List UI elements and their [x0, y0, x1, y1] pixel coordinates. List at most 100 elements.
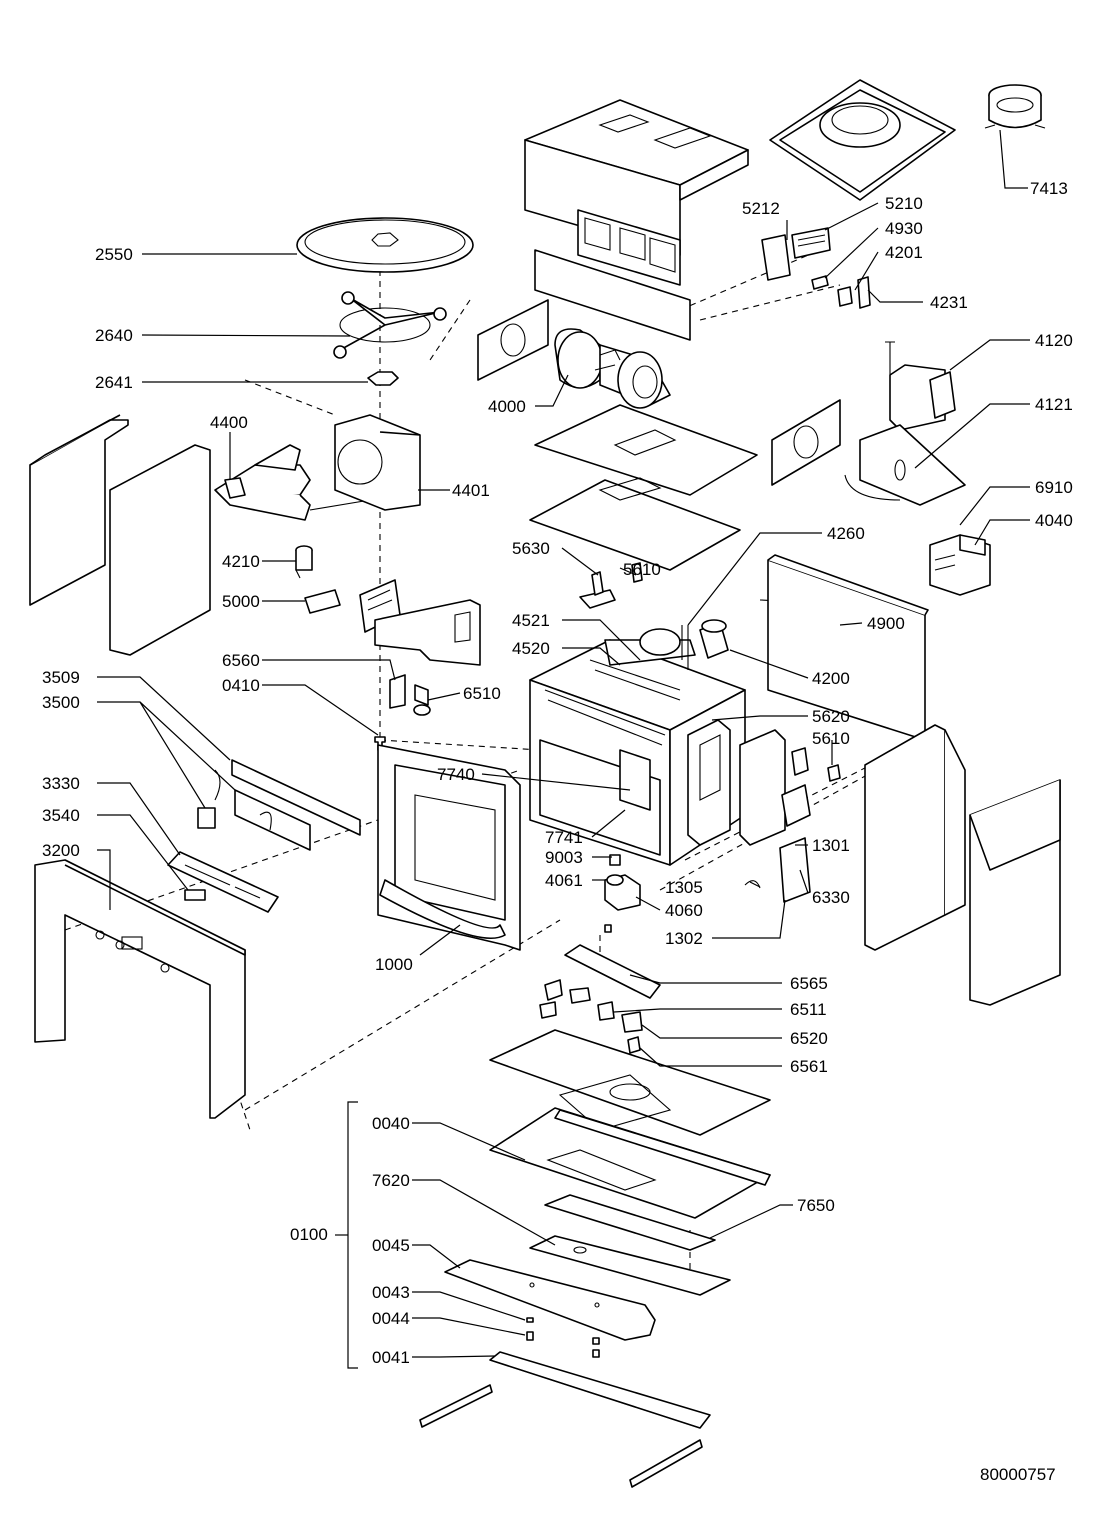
label-5620: 5620	[812, 707, 850, 726]
label-4061: 4061	[545, 871, 583, 890]
part-switches-drawing	[744, 747, 841, 903]
label-4040: 4040	[1035, 511, 1073, 530]
left-side-panels-drawing	[29, 414, 211, 656]
label-4121: 4121	[1035, 395, 1073, 414]
part-labels: 7413 2550 5212 5210 4930 4201 4231 2640 …	[42, 179, 1073, 1367]
flat-panel-drawing	[534, 249, 691, 341]
part-5212-board-drawing	[761, 227, 871, 309]
label-4900: 4900	[867, 614, 905, 633]
label-4400: 4400	[210, 413, 248, 432]
label-0044: 0044	[372, 1309, 410, 1328]
part-4120-transformer-drawing	[885, 341, 956, 431]
label-5210: 5210	[885, 194, 923, 213]
part-4400-motor-bracket-drawing	[214, 444, 371, 521]
part-3200-front-frame-drawing	[34, 859, 246, 1119]
label-5212: 5212	[742, 199, 780, 218]
part-4040-magnetron-drawing	[929, 534, 991, 596]
part-2641-coupler-drawing	[367, 371, 399, 386]
label-0045: 0045	[372, 1236, 410, 1255]
part-4210-capacitor-drawing	[295, 545, 313, 579]
top-vent-tray-drawing	[769, 79, 956, 201]
label-7620: 7620	[372, 1171, 410, 1190]
label-5610-right: 5610	[812, 729, 850, 748]
label-4521: 4521	[512, 611, 550, 630]
label-3200: 3200	[42, 841, 80, 860]
air-plate-left-drawing	[477, 299, 549, 381]
part-5620-latch-drawing	[687, 719, 786, 846]
label-3509: 3509	[42, 668, 80, 687]
document-number: 80000757	[980, 1465, 1056, 1484]
label-6520: 6520	[790, 1029, 828, 1048]
label-7413: 7413	[1030, 179, 1068, 198]
label-5630: 5630	[512, 539, 550, 558]
label-4200: 4200	[812, 669, 850, 688]
right-wrapper-panel-drawing	[767, 554, 929, 741]
label-4520: 4520	[512, 639, 550, 658]
part-5630-bracket-drawing	[579, 562, 643, 609]
label-5000: 5000	[222, 592, 260, 611]
label-2640: 2640	[95, 326, 133, 345]
part-6511-lamp-parts-drawing	[539, 979, 643, 1054]
label-4201: 4201	[885, 243, 923, 262]
label-7650: 7650	[797, 1196, 835, 1215]
part-4121-bracket-drawing	[844, 424, 966, 506]
label-4231: 4231	[930, 293, 968, 312]
label-1305: 1305	[665, 878, 703, 897]
interior-plates-drawing	[529, 404, 758, 571]
label-6561: 6561	[790, 1057, 828, 1076]
part-4060-motor-drawing	[604, 854, 641, 933]
part-0040-tray-drawing	[489, 1107, 771, 1219]
label-6560: 6560	[222, 651, 260, 670]
part-6565-lamp-cover-drawing	[564, 944, 661, 999]
label-4120: 4120	[1035, 331, 1073, 350]
label-1302: 1302	[665, 929, 703, 948]
label-0100: 0100	[290, 1225, 328, 1244]
air-plate-right-drawing	[771, 399, 841, 486]
part-4520-heater-drawing	[589, 628, 696, 701]
label-2641: 2641	[95, 373, 133, 392]
label-0043: 0043	[372, 1283, 410, 1302]
label-7741: 7741	[545, 828, 583, 847]
part-6560-lamp-holder-drawing	[389, 674, 431, 716]
label-6511: 6511	[790, 1000, 827, 1019]
label-1301: 1301	[812, 836, 850, 855]
label-6910: 6910	[1035, 478, 1073, 497]
part-4401-housing-drawing	[334, 414, 421, 511]
part-0043-screws-drawing	[526, 1317, 600, 1358]
duct-shroud-drawing	[374, 599, 481, 666]
label-4060: 4060	[665, 901, 703, 920]
label-6330: 6330	[812, 888, 850, 907]
bottom-plate-drawing	[489, 1029, 771, 1136]
label-5610-top: 5610	[623, 560, 661, 579]
label-6510: 6510	[463, 684, 501, 703]
part-7413-drawing	[984, 84, 1046, 129]
label-3540: 3540	[42, 806, 80, 825]
group-0100-bracket	[347, 1101, 358, 1369]
label-4260: 4260	[827, 524, 865, 543]
leader-lines	[97, 129, 1030, 1358]
label-0041: 0041	[372, 1348, 410, 1367]
part-3509-frame-drawing	[197, 759, 361, 851]
part-0041-rail-drawing	[419, 1351, 711, 1488]
label-4000: 4000	[488, 397, 526, 416]
label-7740: 7740	[437, 765, 475, 784]
label-4210: 4210	[222, 552, 260, 571]
label-4930: 4930	[885, 219, 923, 238]
label-9003: 9003	[545, 848, 583, 867]
label-0040: 0040	[372, 1114, 410, 1133]
label-2550: 2550	[95, 245, 133, 264]
part-3330-control-panel-drawing	[167, 851, 279, 913]
part-0045-plate-drawing	[444, 1259, 656, 1341]
part-2550-turntable-drawing	[296, 217, 474, 273]
label-3500: 3500	[42, 693, 80, 712]
part-4000-blower-drawing	[554, 328, 671, 409]
label-6565: 6565	[790, 974, 828, 993]
part-1000-door-drawing	[377, 744, 521, 951]
vent-panel-drawing	[577, 209, 681, 286]
part-2640-roller-ring-drawing	[333, 291, 447, 359]
label-4401: 4401	[452, 481, 490, 500]
part-7650-filter-drawing	[529, 1194, 731, 1296]
right-side-panels-drawing	[864, 724, 1061, 1006]
label-0410: 0410	[222, 676, 260, 695]
